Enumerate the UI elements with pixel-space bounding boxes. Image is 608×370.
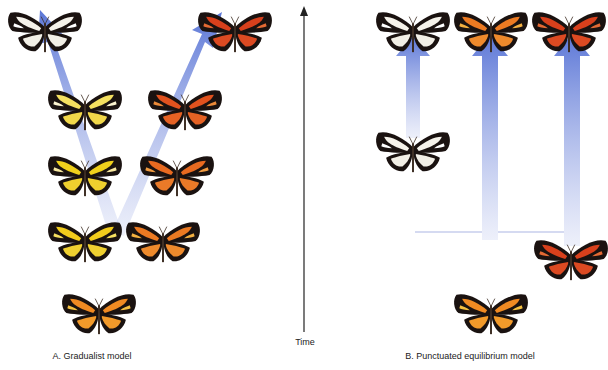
panel-caption: B. Punctuated equilibrium model [405,352,535,362]
time-axis [300,6,308,332]
butterflies-b [376,12,608,334]
panel-caption: A. Gradualist model [52,352,131,362]
axis-label: Time [295,338,315,348]
butterflies-a [8,12,272,334]
